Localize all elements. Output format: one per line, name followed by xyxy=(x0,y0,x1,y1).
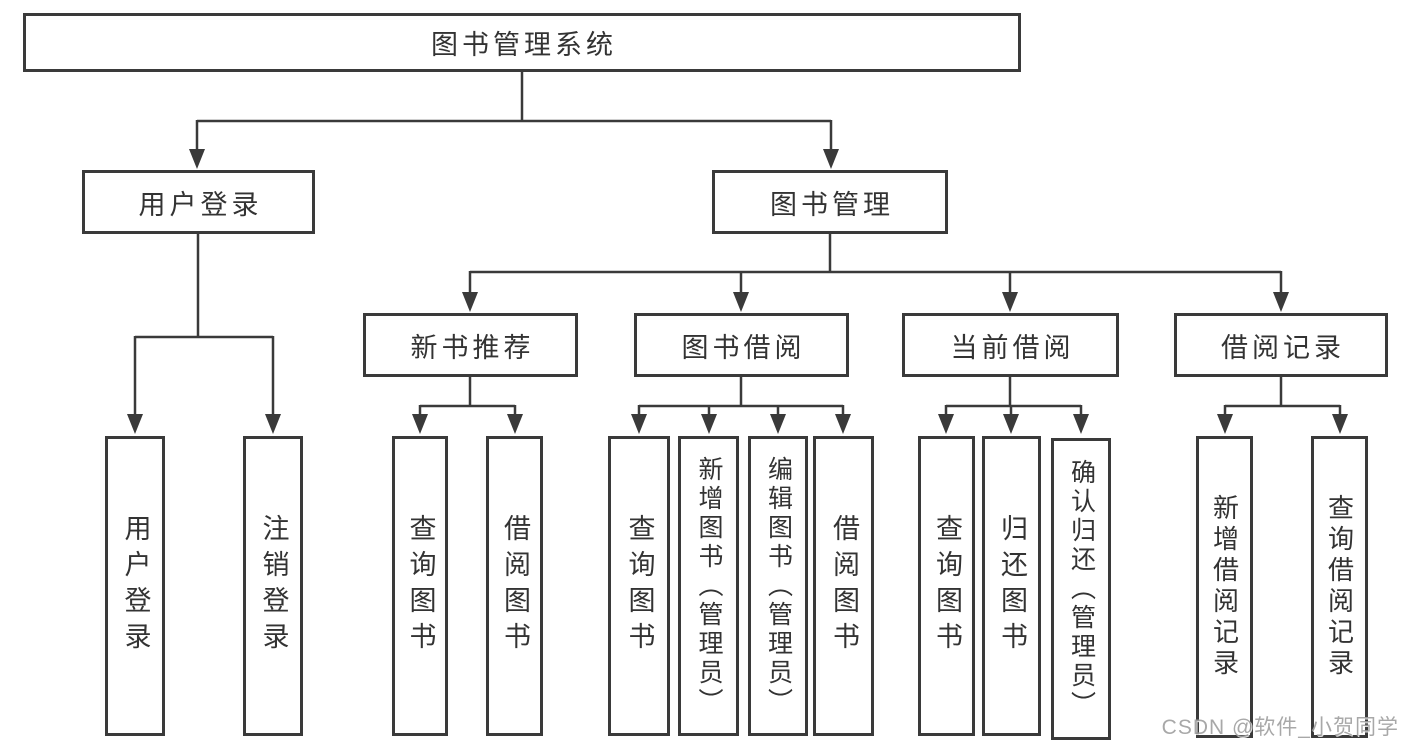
node-label: 用户登录 xyxy=(120,514,151,658)
leaf-user-login: 用户登录 xyxy=(105,436,165,736)
node-label: 新增图书（管理员） xyxy=(695,455,723,717)
node-label: 借阅图书 xyxy=(829,514,859,658)
leaf-borrow-books-borrowing: 借阅图书 xyxy=(813,436,874,736)
leaf-logout: 注销登录 xyxy=(243,436,303,736)
leaf-add-borrow-record: 新增借阅记录 xyxy=(1196,436,1253,738)
node-label: 图书管理 xyxy=(770,189,894,220)
node-book-management: 图书管理 xyxy=(712,170,948,234)
node-label: 查询图书 xyxy=(932,514,962,658)
leaf-query-books-current: 查询图书 xyxy=(918,436,975,736)
node-user-login: 用户登录 xyxy=(82,170,315,234)
node-label: 归还图书 xyxy=(997,514,1027,658)
node-label: 新书推荐 xyxy=(410,332,535,363)
leaf-edit-book-admin: 编辑图书（管理员） xyxy=(748,436,808,736)
csdn-watermark: CSDN @软件_小贺同学 xyxy=(1161,716,1399,739)
node-label: 新增借阅记录 xyxy=(1209,494,1240,680)
node-library-system: 图书管理系统 xyxy=(23,13,1021,72)
node-label: 图书借阅 xyxy=(681,332,806,363)
node-current-borrowing: 当前借阅 xyxy=(902,313,1119,377)
node-label: 借阅记录 xyxy=(1221,332,1345,363)
node-label: 借阅图书 xyxy=(500,514,530,658)
leaf-borrow-books-recommend: 借阅图书 xyxy=(486,436,543,736)
node-new-book-recommendation: 新书推荐 xyxy=(363,313,578,377)
node-borrowing-records: 借阅记录 xyxy=(1174,313,1388,377)
node-label: 确认归还（管理员） xyxy=(1067,458,1096,720)
node-label: 注销登录 xyxy=(258,514,289,658)
leaf-confirm-return-admin: 确认归还（管理员） xyxy=(1051,438,1111,740)
leaf-return-books: 归还图书 xyxy=(982,436,1041,736)
arrowheads xyxy=(127,149,1348,434)
leaf-query-books-recommend: 查询图书 xyxy=(392,436,448,736)
node-label: 编辑图书（管理员） xyxy=(764,455,793,717)
leaf-add-book-admin: 新增图书（管理员） xyxy=(678,436,739,736)
node-label: 查询图书 xyxy=(624,514,655,658)
leaf-query-books-borrowing: 查询图书 xyxy=(608,436,670,736)
node-label: 图书管理系统 xyxy=(431,30,617,60)
node-book-borrowing: 图书借阅 xyxy=(634,313,849,377)
node-label: 当前借阅 xyxy=(950,332,1075,363)
leaf-query-borrow-record: 查询借阅记录 xyxy=(1311,436,1368,738)
node-label: 查询图书 xyxy=(405,514,436,658)
node-label: 用户登录 xyxy=(138,189,263,220)
node-label: 查询借阅记录 xyxy=(1324,494,1355,680)
